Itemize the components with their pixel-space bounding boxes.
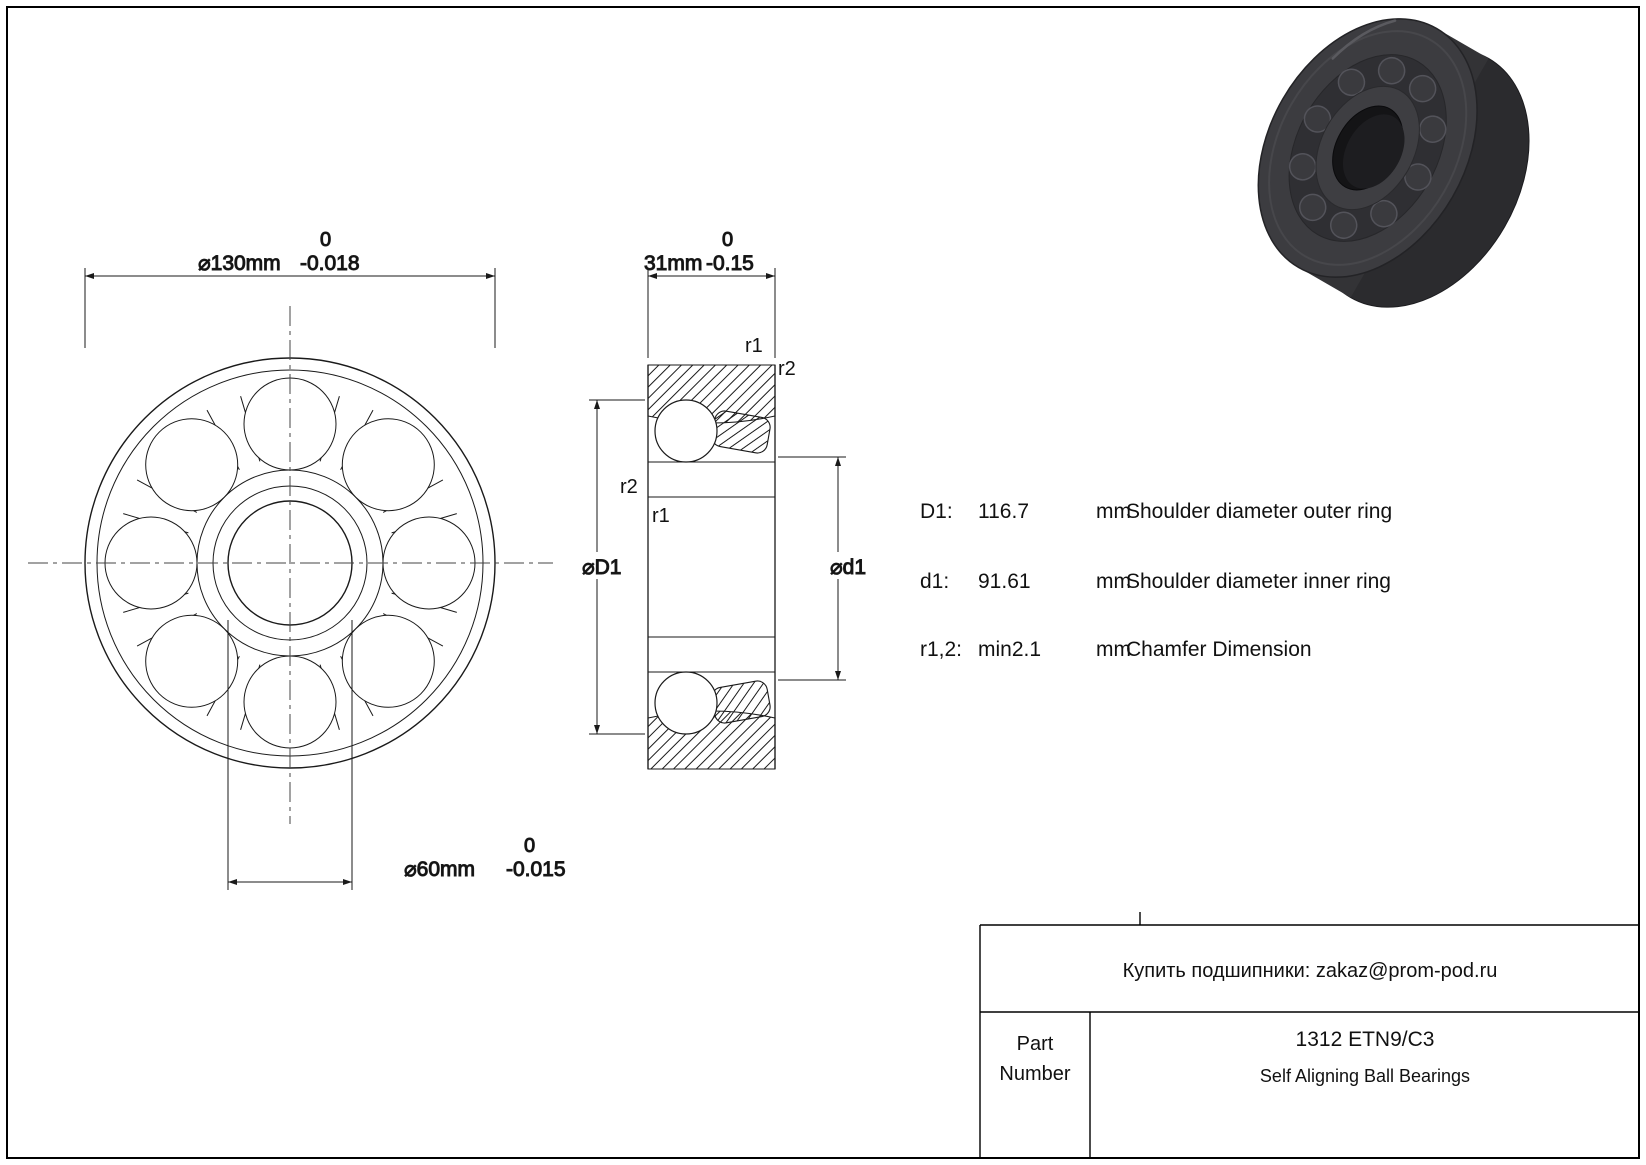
spec-name: D1: [920, 500, 953, 523]
dim-d1: ⌀d1 [778, 456, 888, 681]
page-border [6, 6, 1640, 1159]
outer-diameter-value: ⌀130mm [198, 252, 281, 275]
spec-value: 116.7 [978, 500, 1029, 523]
dim-D1: ⌀D1 [578, 399, 645, 735]
dim-outer-diameter: ⌀130mm -0.018 0 [84, 229, 496, 348]
spec-desc: Shoulder diameter outer ring [1126, 500, 1392, 523]
outer-ring-edge-highlight [1268, 30, 1468, 266]
bore-diameter-tol-lower: -0.015 [506, 858, 566, 881]
ball-section-bottom [654, 671, 718, 735]
width-tol-lower: -0.15 [706, 252, 754, 275]
bore-inner-wall-3d [1342, 114, 1405, 189]
part-label-line1: Part [1017, 1033, 1054, 1055]
spec-unit: mm [1096, 638, 1131, 661]
title-block [979, 912, 1639, 1158]
outer-diameter-tol-upper: 0 [320, 229, 331, 251]
bearing-3d-image [1257, 18, 1530, 308]
label-r1-left: r1 [652, 505, 670, 527]
contact-line: Купить подшипники: zakaz@prom-pod.ru [1123, 960, 1498, 982]
outer-diameter-tol-lower: -0.018 [300, 252, 360, 275]
spec-value: 91.61 [978, 570, 1031, 593]
spec-unit: mm [1096, 570, 1131, 593]
label-D1: ⌀D1 [582, 556, 622, 579]
bore-diameter-value: ⌀60mm [404, 858, 475, 881]
spec-unit: mm [1096, 500, 1131, 523]
label-r2-left: r2 [620, 476, 638, 498]
bearing-3d-balls [1288, 56, 1447, 240]
width-tol-upper: 0 [722, 229, 733, 251]
bore-diameter-tol-upper: 0 [524, 835, 535, 857]
bearing-section-view [647, 364, 776, 770]
spec-name: r1,2: [920, 638, 962, 661]
label-r2-top: r2 [778, 358, 796, 380]
spec-name: d1: [920, 570, 949, 593]
center-lines [28, 306, 553, 824]
ball-section-top [654, 399, 718, 463]
spec-rows: D1: 116.7 mm Shoulder diameter outer rin… [920, 500, 1392, 661]
spec-desc: Chamfer Dimension [1126, 638, 1312, 661]
face-highlight [1331, 19, 1397, 60]
part-number: 1312 ETN9/C3 [1296, 1028, 1435, 1051]
label-d1: ⌀d1 [830, 556, 866, 579]
width-value: 31mm [644, 252, 702, 275]
dim-bore-diameter: ⌀60mm -0.015 0 [227, 620, 566, 890]
part-label-line2: Number [999, 1063, 1070, 1085]
spec-value: min2.1 [978, 638, 1041, 661]
dim-width: 31mm -0.15 0 [644, 229, 776, 358]
part-type: Self Aligning Ball Bearings [1260, 1066, 1470, 1086]
spec-desc: Shoulder diameter inner ring [1126, 570, 1391, 593]
label-r1-top: r1 [745, 335, 763, 357]
